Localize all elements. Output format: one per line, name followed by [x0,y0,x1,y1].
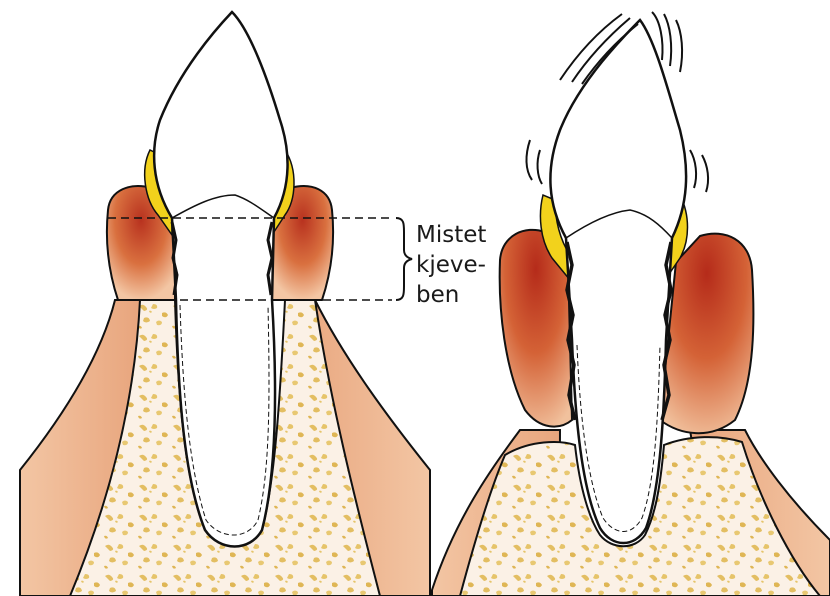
lost-bone-bracket [396,218,412,300]
lost-bone-label: Mistet kjeve- ben [416,222,486,308]
label-line-3: ben [416,282,459,308]
left-tooth-group [20,12,430,596]
right-tooth-group [432,12,830,596]
label-line-1: Mistet [416,222,486,248]
label-line-2: kjeve- [416,252,486,278]
